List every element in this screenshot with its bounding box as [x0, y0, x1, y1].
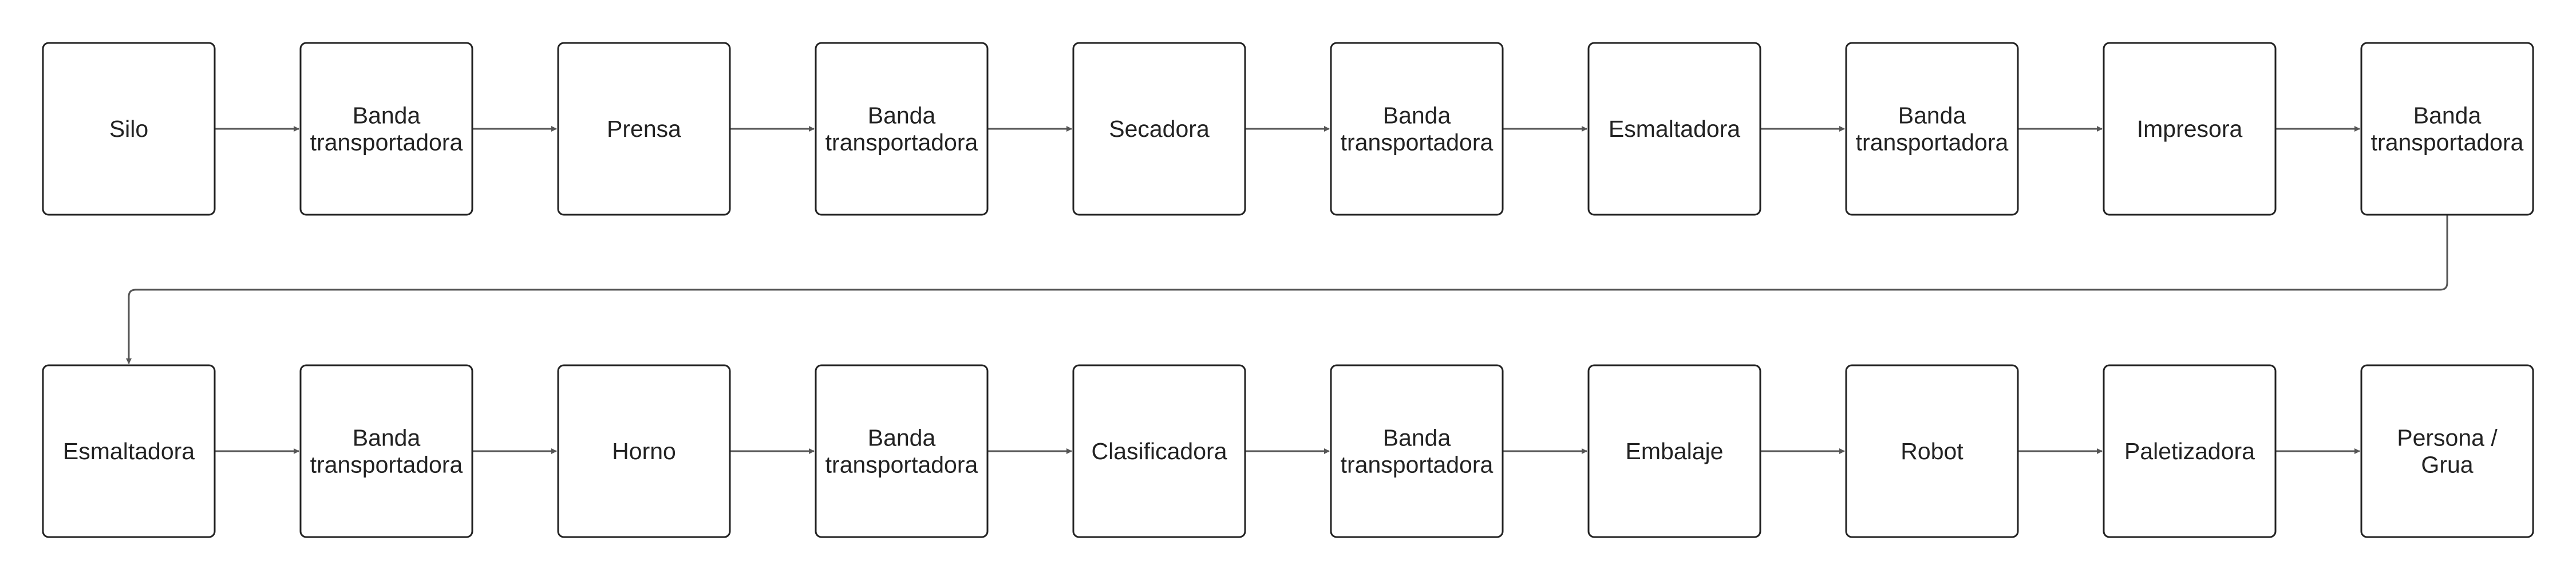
node-horno: Horno — [557, 364, 731, 538]
node-label: Secadora — [1109, 116, 1210, 142]
node-label: Banda — [868, 425, 936, 451]
node-box — [1330, 42, 1504, 216]
node-persona-grua: Persona /Grua — [2360, 364, 2534, 538]
node-label: Esmaltadora — [1609, 116, 1740, 142]
node-label: Clasificadora — [1092, 438, 1227, 464]
process-nodes: SiloBandatransportadoraPrensaBandatransp… — [42, 42, 2534, 538]
node-box — [2360, 364, 2534, 538]
node-esmaltadora: Esmaltadora — [42, 364, 216, 538]
node-box — [1072, 42, 1246, 216]
node-label: Horno — [612, 438, 676, 464]
node-box — [1845, 42, 2019, 216]
node-embalaje: Embalaje — [1587, 364, 1761, 538]
node-label: Banda — [1383, 425, 1451, 451]
node-label: transportadora — [825, 129, 978, 156]
node-box — [2360, 42, 2534, 216]
node-label: Persona / — [2397, 425, 2498, 451]
node-label: Banda — [353, 102, 421, 129]
node-box — [815, 364, 989, 538]
node-label: transportadora — [310, 452, 463, 478]
node-label: transportadora — [825, 452, 978, 478]
node-label: Banda — [353, 425, 421, 451]
node-box — [2103, 364, 2277, 538]
node-label: Esmaltadora — [63, 438, 195, 464]
node-label: Grua — [2421, 452, 2473, 478]
node-label: Banda — [1898, 102, 1966, 129]
node-box — [815, 42, 989, 216]
node-label: transportadora — [2371, 129, 2524, 156]
node-label: Robot — [1901, 438, 1963, 464]
node-box — [1072, 364, 1246, 538]
node-label: transportadora — [1341, 452, 1494, 478]
node-prensa: Prensa — [557, 42, 731, 216]
node-secadora: Secadora — [1072, 42, 1246, 216]
node-label: Prensa — [607, 116, 681, 142]
node-label: Banda — [2413, 102, 2482, 129]
node-box — [1587, 364, 1761, 538]
node-label: Embalaje — [1626, 438, 1724, 464]
node-box — [557, 364, 731, 538]
node-label: Banda — [868, 102, 936, 129]
node-box — [2103, 42, 2277, 216]
node-box — [1330, 364, 1504, 538]
node-clasificadora: Clasificadora — [1072, 364, 1246, 538]
node-label: Impresora — [2137, 116, 2243, 142]
row-wrap-connector — [126, 215, 2448, 364]
node-box — [1845, 364, 2019, 538]
node-paletizadora: Paletizadora — [2103, 364, 2277, 538]
node-silo: Silo — [42, 42, 216, 216]
node-box — [42, 364, 216, 538]
node-label: transportadora — [1856, 129, 2009, 156]
node-robot: Robot — [1845, 364, 2019, 538]
node-label: Banda — [1383, 102, 1451, 129]
node-label: Silo — [109, 116, 148, 142]
node-box — [557, 42, 731, 216]
node-box — [299, 42, 473, 216]
node-box — [42, 42, 216, 216]
node-label: transportadora — [1341, 129, 1494, 156]
node-esmaltadora: Esmaltadora — [1587, 42, 1761, 216]
node-box — [299, 364, 473, 538]
node-label: Paletizadora — [2124, 438, 2255, 464]
connectors — [126, 126, 2448, 454]
node-label: transportadora — [310, 129, 463, 156]
node-box — [1587, 42, 1761, 216]
node-impresora: Impresora — [2103, 42, 2277, 216]
